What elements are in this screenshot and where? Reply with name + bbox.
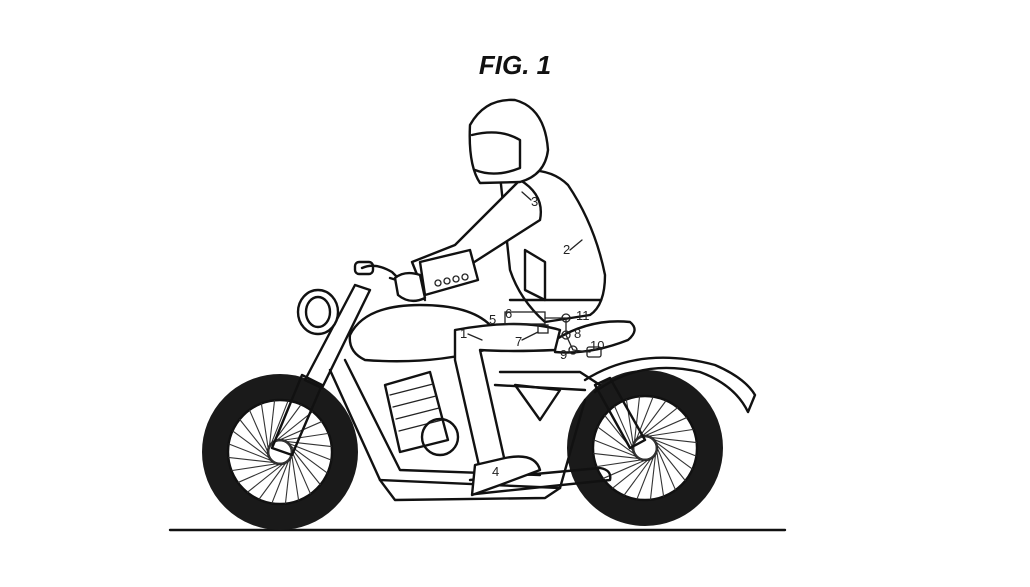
wheel-spoke — [644, 435, 697, 457]
wheel-spoke — [232, 430, 278, 465]
ref-numeral-6: 6 — [505, 306, 512, 321]
ref-numeral-11: 11 — [576, 308, 590, 323]
wheel-spoke — [597, 426, 643, 461]
wheel-spoke — [654, 441, 665, 497]
wheel-spoke — [636, 416, 688, 441]
rear-wheel — [567, 370, 723, 526]
exhaust-pipe — [468, 466, 612, 496]
wheel-spoke — [596, 457, 652, 468]
rear-shock — [593, 376, 647, 450]
wheel-spoke — [285, 441, 321, 486]
wheel-spoke — [593, 452, 649, 461]
rear-fender — [583, 356, 757, 414]
wheel-spoke — [276, 439, 332, 448]
wheel-spoke — [604, 414, 640, 459]
wheel-spoke — [260, 403, 271, 459]
ref-numeral-9: 9 — [560, 347, 567, 362]
figure-title: FIG. 1 — [478, 50, 552, 80]
wheel-spoke — [638, 428, 694, 439]
wheel-spoke — [632, 400, 667, 446]
wheel-spoke — [228, 443, 281, 465]
front-fork — [270, 283, 372, 457]
ref-numeral-5: 5 — [489, 312, 496, 327]
wheel-spoke — [271, 451, 293, 504]
wheel-spoke — [647, 435, 693, 470]
ref-numeral-7: 7 — [515, 334, 522, 349]
wheel-spoke — [273, 432, 329, 443]
wheel-spoke — [258, 454, 293, 500]
wheel-spoke — [602, 455, 654, 480]
engine — [383, 370, 460, 457]
wheel-spoke — [611, 453, 656, 489]
wheel-spoke — [267, 400, 289, 453]
wheel-spoke — [649, 444, 658, 500]
wheel-spoke — [239, 418, 275, 463]
wheel-spoke — [636, 447, 658, 500]
ref-numeral-3: 3 — [531, 194, 538, 209]
rider-leg — [453, 322, 562, 497]
ref-numeral-2: 2 — [563, 242, 570, 257]
rider-arm — [393, 178, 542, 303]
wheel-spoke — [228, 456, 284, 465]
wheel-spoke — [282, 439, 328, 474]
ref-numeral-1: 1 — [460, 326, 467, 341]
wheel-spoke — [650, 437, 686, 482]
wheel-spoke — [269, 411, 314, 447]
wheel-spoke — [279, 439, 332, 461]
wheel-spoke — [641, 435, 697, 444]
wheel-spoke — [623, 450, 658, 496]
reference-numerals: 1 2 3 4 5 6 7 8 9 10 11 — [460, 191, 604, 479]
wheel-spoke — [248, 409, 273, 461]
front-wheel — [202, 374, 358, 530]
wheel-spoke — [613, 405, 638, 457]
wheel-spoke — [237, 459, 289, 484]
wheel-spoke — [231, 461, 287, 472]
wheel-spoke — [632, 396, 654, 449]
wheel-spoke — [267, 400, 276, 456]
wheel-spoke — [284, 448, 293, 504]
wheel-spoke — [246, 457, 291, 493]
wheel-spoke — [593, 439, 646, 461]
ref-numeral-4: 4 — [492, 464, 499, 479]
wheel-spoke — [271, 420, 323, 445]
wheel-spoke — [652, 439, 677, 491]
ref-numeral-8: 8 — [574, 326, 581, 341]
sensor-wiring — [504, 311, 602, 358]
ref-numeral-10: 10 — [590, 338, 604, 353]
rider-helmet — [468, 98, 550, 185]
